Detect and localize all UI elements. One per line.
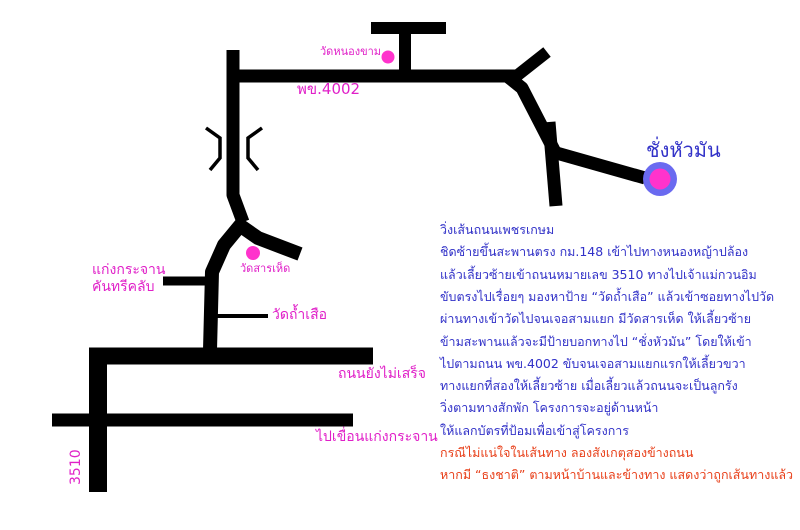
road-fork-upper: [510, 47, 551, 83]
road-curve-west: [203, 217, 249, 351]
direction-line: หากมี “ธงชาติ” ตามหน้าบ้านและข้างทาง แสด…: [440, 467, 794, 483]
poi-wat-nong-khan-marker: [381, 50, 395, 64]
bridge-icon: [204, 126, 264, 172]
direction-line: วิ่งตามทางสักพัก โครงการจะอยู่ด้านหน้า: [440, 400, 659, 416]
label-road-unfinished: ถนนยังไม่เสร็จ: [338, 366, 426, 382]
laterite-road: [551, 145, 647, 185]
road-curve-east: [231, 216, 303, 261]
direction-line: ชิดซ้ายขึ้นสะพานตรง กม.148 เข้าไปทางหนอง…: [440, 244, 749, 260]
direction-line: ไปตามถนน พข.4002 ขับจนเจอสามแยกแรกให้เลี…: [440, 355, 746, 371]
direction-line: ให้แลกบัตรที่ป้อมเพื่อเข้าสู่โครงการ: [440, 422, 629, 438]
direction-line: กรณีไม่แน่ใจในเส้นทาง ลองสังเกตุสองข้างถ…: [440, 445, 694, 460]
label-to-dam: ไปเขื่อนแก่งกระจาน: [316, 429, 438, 445]
direction-line: ทางแยกที่สองให้เลี้ยวซ้าย เมื่อเลี้ยวแล้…: [440, 378, 738, 394]
road-north-south: [226, 50, 250, 225]
label-wat-tham-suea: วัดถ้ำเสือ: [272, 307, 328, 323]
label-kaeng-krachan-country-club: แก่งกระจาน คันทรีคลับ: [92, 262, 166, 295]
direction-line: แล้วเลี้ยวซ้ายเข้าถนนหมายเลข 3510 ทางไปเ…: [440, 266, 757, 282]
label-road-3510: 3510: [68, 449, 84, 485]
destination-marker: [649, 168, 671, 190]
direction-line: ข้ามสะพานแล้วจะมีป้ายบอกทางไป “ชั่งหัวมั…: [440, 333, 752, 349]
direction-line: ผ่านทางเข้าวัดไปจนเจอสามแยก มีวัดสารเห็ด…: [440, 311, 752, 327]
direction-line: ขับตรงไปเรื่อยๆ มองหาป้าย “วัดถ้ำเสือ” แ…: [440, 288, 775, 304]
label-wat-san-het: วัดสารเห็ด: [240, 262, 291, 275]
direction-line: วิ่งเส้นถนนเพชรเกษม: [440, 222, 555, 237]
label-road-4002: พข.4002: [297, 80, 361, 98]
label-destination: ชั่งหัวมัน: [646, 138, 721, 162]
label-wat-nong-khan: วัดหนองขาม: [320, 45, 382, 58]
road-fork-lower: [542, 121, 563, 207]
poi-wat-san-het-marker: [246, 246, 260, 260]
